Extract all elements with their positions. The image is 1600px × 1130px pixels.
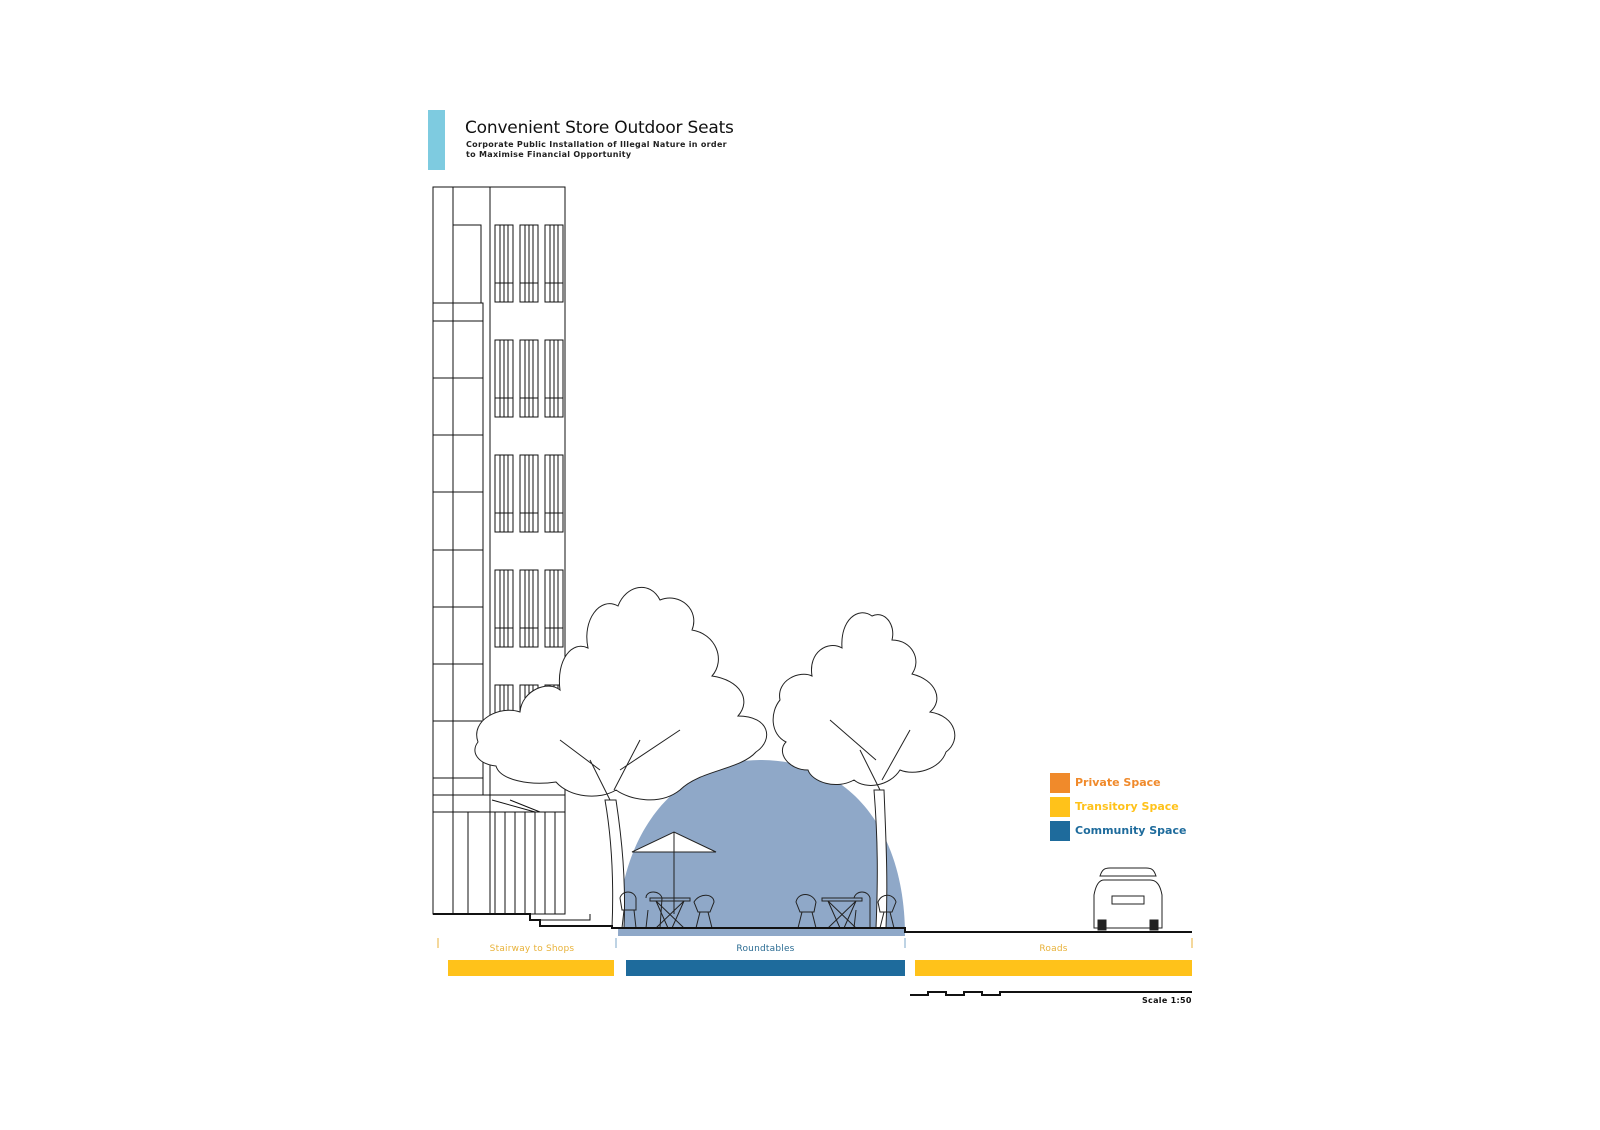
stair-steps — [530, 914, 600, 927]
zone-label-roads: Roads — [1039, 944, 1068, 954]
tables-and-chairs — [619, 891, 897, 929]
building — [432, 186, 566, 915]
tree-right — [772, 612, 956, 929]
legend-swatch-private — [1050, 773, 1070, 793]
legend-label-transitory: Transitory Space — [1075, 800, 1179, 813]
legend-item-private: Private Space — [1050, 773, 1230, 793]
legend-label-community: Community Space — [1075, 824, 1187, 837]
page-subtitle: Corporate Public Installation of Illegal… — [466, 140, 766, 160]
legend-label-private: Private Space — [1075, 776, 1161, 789]
scale-label: Scale 1:50 — [1142, 996, 1192, 1005]
legend-item-transitory: Transitory Space — [1050, 797, 1230, 817]
subtitle-line-1: Corporate Public Installation of Illegal… — [466, 140, 727, 149]
zone-bar-stairway — [448, 960, 614, 976]
subtitle-line-2: to Maximise Financial Opportunity — [466, 150, 632, 159]
legend-swatch-transitory — [1050, 797, 1070, 817]
legend-item-community: Community Space — [1050, 821, 1230, 841]
zone-bar-roundtables — [626, 960, 905, 976]
zone-label-roundtables: Roundtables — [736, 944, 795, 954]
zone-label-stairway: Stairway to Shops — [489, 944, 575, 954]
car — [1093, 867, 1163, 931]
title-accent-bar — [428, 110, 445, 170]
tree-left — [474, 586, 767, 929]
umbrella — [631, 831, 717, 914]
zone-bar-roads — [915, 960, 1192, 976]
scale-bar — [910, 991, 1192, 996]
legend-swatch-community — [1050, 821, 1070, 841]
community-space-bubble — [618, 760, 905, 936]
zone-dividers — [437, 938, 1193, 948]
page-title: Convenient Store Outdoor Seats — [465, 118, 734, 138]
